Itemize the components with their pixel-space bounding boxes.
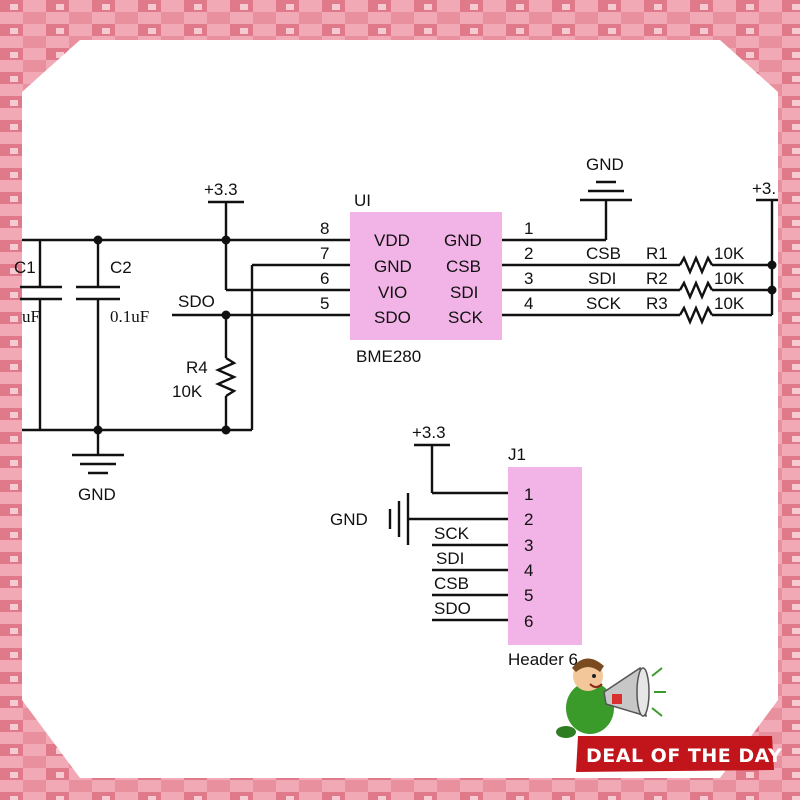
pin-name: SDO	[374, 308, 411, 327]
mascot-body	[566, 682, 614, 734]
power-label-top-left: +3.3	[204, 180, 238, 199]
pin-number: 8	[320, 219, 329, 238]
net-label: CSB	[586, 244, 621, 263]
header-pin-number: 5	[524, 586, 533, 605]
header-body	[508, 467, 582, 645]
pin-name: SCK	[448, 308, 484, 327]
header-name: Header 6	[508, 650, 578, 669]
header-ref: J1	[508, 445, 526, 464]
header-pin-number: 1	[524, 485, 533, 504]
bme280-chip: UI BME280 8 VDD 7 GND 6 VIO 5 SDO GND CS…	[320, 191, 533, 366]
pin-number: 5	[320, 294, 329, 313]
junction-dot	[221, 235, 231, 245]
mascot-hair	[572, 658, 604, 672]
pin-number: 6	[320, 269, 329, 288]
r1-resistor	[678, 254, 714, 276]
megaphone-band	[612, 694, 622, 704]
c1-value: uF	[22, 307, 40, 326]
pin-name: GND	[374, 257, 412, 276]
r1-value: 10K	[714, 244, 745, 263]
mascot-mouth	[589, 683, 603, 688]
mascot-foot	[556, 726, 576, 738]
gnd-label-top: GND	[586, 155, 624, 174]
header-pin-number: 4	[524, 561, 533, 580]
deal-badge: DEAL OF THE DAY	[576, 736, 782, 772]
pin-number: 7	[320, 244, 329, 263]
c2-value: 0.1uF	[110, 307, 149, 326]
power-label-header: +3.3	[412, 423, 446, 442]
r2-label: R2	[646, 269, 668, 288]
r1-label: R1	[646, 244, 668, 263]
net-label: SCK	[586, 294, 622, 313]
gnd-label-bottom-left: GND	[78, 485, 116, 504]
header-net-label: SDI	[436, 549, 464, 568]
header-pin-number: 6	[524, 612, 533, 631]
r4-label: R4	[186, 358, 208, 377]
net-label: SDI	[588, 269, 616, 288]
header-pin-number: 2	[524, 510, 533, 529]
header-j1: J1 Header 6 1 2 3 4 5 6 +3.3 GND SCK SDI…	[330, 423, 582, 669]
sdo-net-label: SDO	[178, 292, 215, 311]
power-label-top-right: +3.	[752, 179, 776, 198]
c2-label: C2	[110, 258, 132, 277]
r3-label: R3	[646, 294, 668, 313]
pin-number: 1	[524, 219, 533, 238]
pin-name: GND	[444, 231, 482, 250]
pin-name: VIO	[378, 283, 407, 302]
r2-resistor	[678, 279, 714, 301]
pin-name: SDI	[450, 283, 478, 302]
junction-dot	[767, 285, 777, 295]
c1-label: C1	[14, 258, 36, 277]
deal-badge-text: DEAL OF THE DAY	[586, 745, 782, 767]
pin-name: CSB	[446, 257, 481, 276]
chip-part: BME280	[356, 347, 421, 366]
chip-body	[350, 212, 502, 340]
content-panel	[22, 40, 778, 778]
pin-number: 3	[524, 269, 533, 288]
deal-badge-background	[576, 736, 774, 772]
header-pin-number: 3	[524, 536, 533, 555]
r3-value: 10K	[714, 294, 745, 313]
megaphone-bell	[636, 667, 650, 717]
header-net-label: SCK	[434, 524, 470, 543]
pin-number: 4	[524, 294, 533, 313]
header-net-label: CSB	[434, 574, 469, 593]
pin-name: VDD	[374, 231, 410, 250]
pullup-section: GND CSB SDI SCK R1 R2 R3 10K 10K 10K +3.	[502, 155, 778, 326]
sound-line	[651, 707, 663, 717]
gnd-label-header: GND	[330, 510, 368, 529]
chip-ref: UI	[354, 191, 371, 210]
header-net-label: SDO	[434, 599, 471, 618]
pin-number: 2	[524, 244, 533, 263]
r4-resistor	[215, 356, 237, 398]
r2-value: 10K	[714, 269, 745, 288]
r4-value: 10K	[172, 382, 203, 401]
power-section: +3.3 C1 uF C2 0.1uF GND	[14, 180, 350, 504]
sound-line	[651, 667, 663, 677]
mascot-eye	[592, 674, 596, 678]
junction-dot	[767, 260, 777, 270]
r3-resistor	[678, 304, 714, 326]
promo-mascot	[556, 658, 666, 738]
